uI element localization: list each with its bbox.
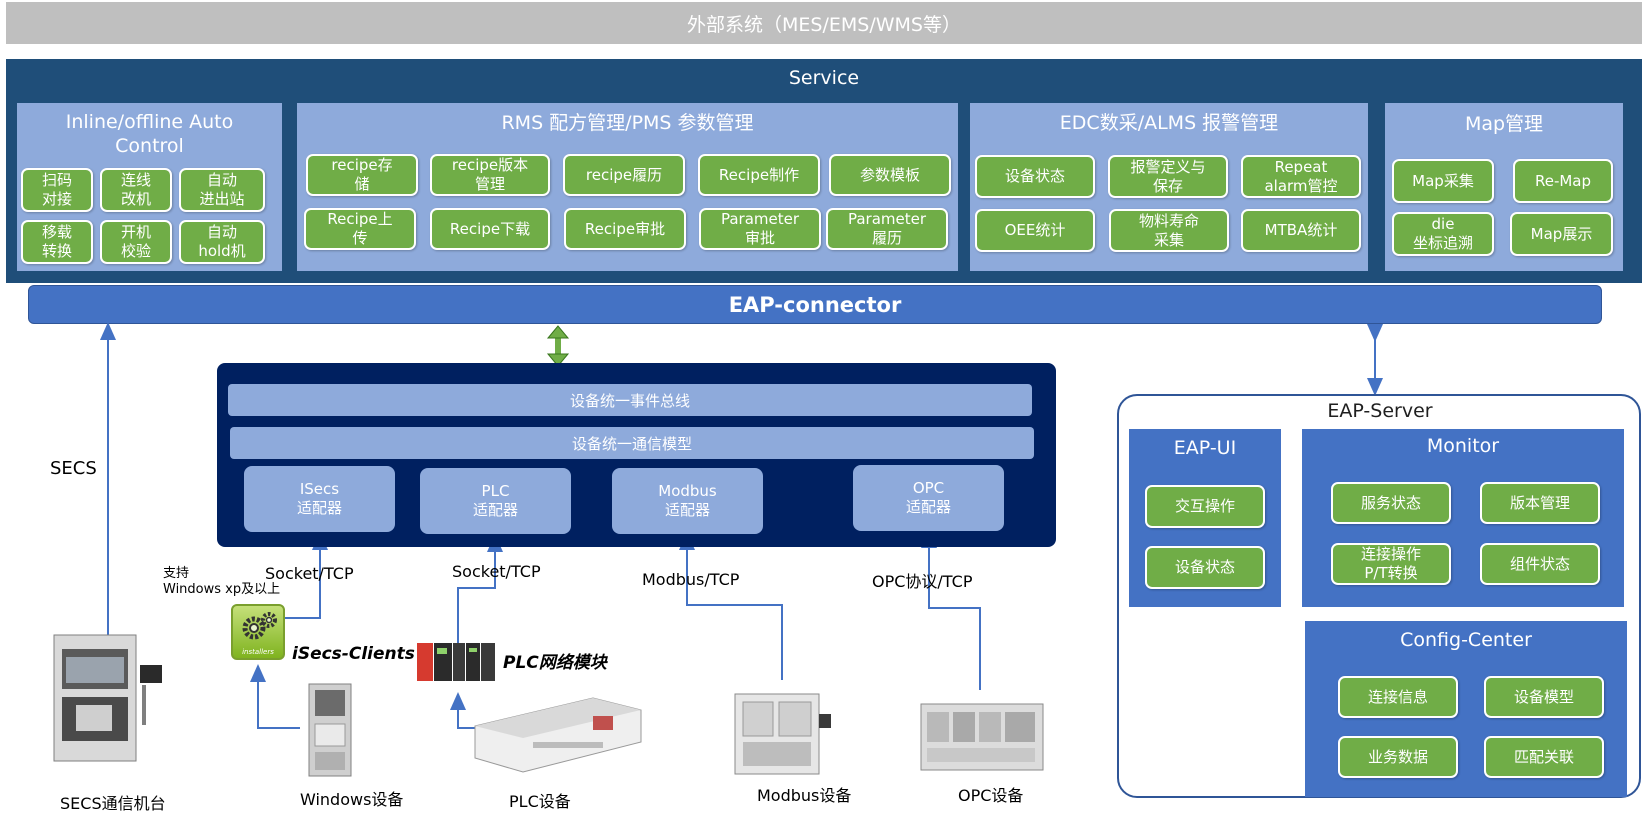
business-data-button[interactable]: 业务数据 — [1338, 736, 1458, 778]
windows-device-image — [303, 680, 357, 780]
re-map-button[interactable]: Re-Map — [1513, 159, 1613, 203]
component-status-button[interactable]: 组件状态 — [1480, 543, 1600, 585]
modbus-device-label: Modbus设备 — [757, 786, 852, 805]
monitor-title: Monitor — [1426, 435, 1500, 457]
recipe-approve-button[interactable]: Recipe审批 — [564, 208, 686, 250]
comm-model-bar: 设备统一通信模型 — [230, 427, 1034, 459]
opc-tcp-label: OPC协议/TCP — [872, 572, 973, 591]
scan-dock-button[interactable]: 扫码 对接 — [21, 168, 93, 212]
connect-info-button[interactable]: 连接信息 — [1338, 676, 1458, 718]
interactive-op-button[interactable]: 交互操作 — [1145, 485, 1265, 528]
line-changeover-button[interactable]: 连线 改机 — [100, 168, 172, 212]
event-bus-bar: 设备统一事件总线 — [228, 384, 1032, 416]
opc-device-label: OPC设备 — [958, 786, 1024, 805]
plc-device-label: PLC设备 — [509, 792, 571, 811]
socket-tcp-label-2: Socket/TCP — [452, 562, 541, 581]
modbus-tcp-label: Modbus/TCP — [642, 570, 740, 589]
eap-server-title: EAP-Server — [1327, 400, 1433, 422]
startup-check-button[interactable]: 开机 校验 — [100, 220, 172, 264]
socket-tcp-label-1: Socket/TCP — [265, 564, 354, 583]
plc-device-image — [473, 690, 643, 776]
auto-hold-button[interactable]: 自动 hold机 — [179, 220, 265, 264]
opc-device-image — [917, 690, 1047, 776]
installers-gear-icon: installers — [231, 604, 285, 660]
recipe-download-button[interactable]: Recipe下载 — [430, 208, 550, 250]
alarm-define-button[interactable]: 报警定义与 保存 — [1108, 155, 1228, 198]
oee-stats-button[interactable]: OEE统计 — [975, 209, 1095, 252]
windows-device-label: Windows设备 — [300, 790, 404, 809]
plc-module-label: PLC网络模块 — [503, 653, 607, 673]
param-template-button[interactable]: 参数模板 — [829, 154, 951, 196]
device-model-button[interactable]: 设备模型 — [1484, 676, 1604, 718]
service-status-button[interactable]: 服务状态 — [1331, 482, 1451, 524]
auto-control-title: Inline/offline Auto Control — [65, 111, 234, 157]
recipe-upload-button[interactable]: Recipe上 传 — [304, 208, 416, 250]
map-display-button[interactable]: Map展示 — [1510, 212, 1613, 256]
edc-alms-title: EDC数采/ALMS 报警管理 — [1059, 112, 1279, 134]
map-collect-button[interactable]: Map采集 — [1392, 159, 1494, 203]
transfer-convert-button[interactable]: 移载 转换 — [21, 220, 93, 264]
external-systems-banner: 外部系统（MES/EMS/WMS等） — [6, 2, 1642, 44]
secs-machine-label: SECS通信机台 — [60, 794, 166, 813]
plc-module-image — [417, 640, 497, 684]
windows-link — [250, 664, 300, 729]
config-center-title: Config-Center — [1400, 629, 1532, 651]
isecs-link — [282, 532, 328, 619]
material-life-button[interactable]: 物料寿命 采集 — [1109, 209, 1229, 252]
map-title: Map管理 — [1464, 113, 1544, 135]
match-relation-button[interactable]: 匹配关联 — [1484, 736, 1604, 778]
eap-ui-title: EAP-UI — [1173, 437, 1237, 459]
installers-caption: installers — [242, 648, 274, 656]
opc-adapter: OPC 适配器 — [853, 465, 1004, 531]
service-title: Service — [788, 67, 860, 89]
isecs-adapter: ISecs 适配器 — [244, 466, 395, 532]
rms-pms-title: RMS 配方管理/PMS 参数管理 — [501, 112, 754, 134]
modbus-link — [679, 532, 783, 680]
device-status-button[interactable]: 设备状态 — [975, 155, 1095, 198]
plc-link — [457, 534, 503, 645]
parameter-approve-button[interactable]: Parameter 审批 — [699, 208, 821, 250]
repeat-alarm-button[interactable]: Repeat alarm管控 — [1241, 155, 1361, 198]
bus-connector-arrow — [546, 325, 570, 367]
recipe-storage-button[interactable]: recipe存 储 — [306, 154, 418, 196]
mtba-stats-button[interactable]: MTBA统计 — [1241, 209, 1361, 252]
die-trace-button[interactable]: die 坐标追溯 — [1392, 212, 1494, 256]
secs-label: SECS — [50, 458, 97, 479]
parameter-history-button[interactable]: Parameter 履历 — [826, 208, 948, 250]
eap-connector-bar: EAP-connector — [28, 285, 1602, 324]
ui-device-status-button[interactable]: 设备状态 — [1145, 546, 1265, 589]
auto-in-out-button[interactable]: 自动 进出站 — [179, 168, 265, 212]
isecs-clients-label: iSecs-Clients — [292, 644, 415, 664]
connect-op-button[interactable]: 连接操作 P/T转换 — [1331, 543, 1451, 585]
recipe-history-button[interactable]: recipe履历 — [563, 154, 685, 196]
recipe-version-button[interactable]: recipe版本 管理 — [430, 154, 550, 196]
secs-machine-image — [40, 627, 170, 767]
plc-adapter: PLC 适配器 — [420, 468, 571, 534]
recipe-make-button[interactable]: Recipe制作 — [698, 154, 820, 196]
windows-support-note: 支持 Windows xp及以上 — [163, 566, 281, 597]
version-manage-button[interactable]: 版本管理 — [1480, 482, 1600, 524]
modbus-adapter: Modbus 适配器 — [612, 468, 763, 534]
opc-link — [921, 530, 981, 690]
modbus-device-image — [727, 680, 835, 780]
